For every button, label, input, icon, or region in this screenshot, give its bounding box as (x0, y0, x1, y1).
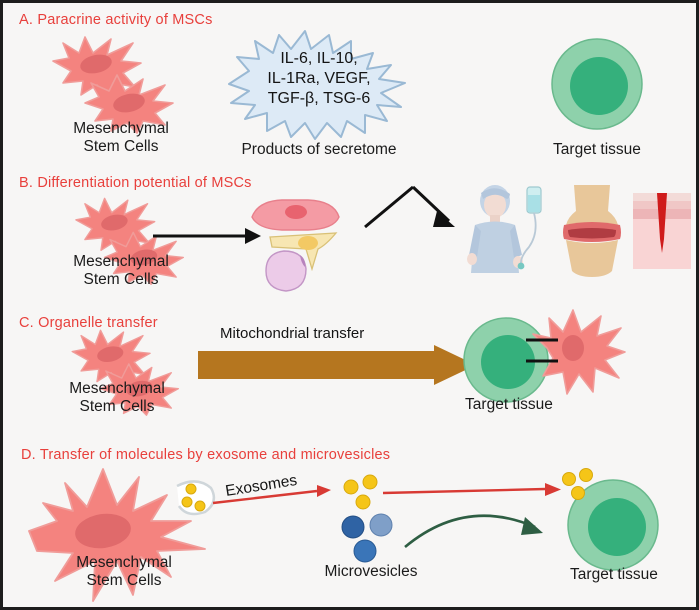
wound-illustration (633, 193, 691, 269)
clinical-application-arrow (364, 185, 455, 229)
msc-cell (84, 74, 174, 134)
osteocyte-cell (269, 232, 338, 272)
exosome-budding-vesicle (176, 480, 216, 516)
mitochondrial-transfer-label: Mitochondrial transfer (220, 325, 365, 342)
differentiation-arrow (153, 228, 261, 244)
myocyte-cell (251, 199, 340, 231)
secretome-items: IL-6, IL-10, IL-1Ra, VEGF, TGF-β, TSG-6 (267, 50, 371, 107)
panel-a-title: A. Paracrine activity of MSCs (19, 12, 213, 28)
exosome-uptake-arrow (382, 483, 561, 496)
secretome-caption: Products of secretome (241, 141, 397, 158)
exosomes-at-target (562, 468, 593, 500)
msc-caption-b: Mesenchymal Stem Cells (73, 253, 169, 288)
panel-c-title: C. Organelle transfer (19, 315, 158, 331)
target-caption-a: Target tissue (553, 141, 641, 158)
joint-illustration (563, 185, 621, 277)
recipient-msc-cell-c (532, 309, 626, 395)
msc-caption-d: Mesenchymal Stem Cells (76, 554, 172, 589)
differentiated-cells (251, 199, 340, 292)
target-caption-c: Target tissue (465, 396, 553, 413)
microvesicle-uptake-arrow (404, 514, 543, 548)
msc-caption-a: Mesenchymal Stem Cells (73, 120, 169, 155)
chondrocyte-cell (265, 250, 307, 292)
msc-large-cell-d (28, 468, 206, 602)
panel-b-title: B. Differentiation potential of MSCs (19, 175, 252, 191)
panel-d-title: D. Transfer of molecules by exosome and … (21, 447, 391, 463)
patient-with-iv-illustration (467, 185, 542, 273)
msc-cell (103, 231, 185, 285)
target-cell-d (567, 479, 659, 571)
target-cell-a (551, 38, 643, 130)
msc-caption-c: Mesenchymal Stem Cells (69, 380, 165, 415)
microvesicle-cluster (341, 513, 393, 563)
microvesicles-label: Microvesicles (324, 563, 418, 580)
msc-cluster-a (52, 36, 174, 134)
msc-cluster-b (75, 197, 185, 285)
msc-cluster-c (71, 329, 180, 416)
exosome-cluster (343, 474, 378, 510)
msc-cell (99, 363, 180, 416)
secretome-burst (228, 30, 406, 140)
tunneling-nanotubes (526, 338, 558, 363)
target-caption-d: Target tissue (570, 566, 658, 583)
exosome-release-arrow (212, 485, 331, 505)
mitochondrial-transfer-arrow (198, 345, 476, 385)
